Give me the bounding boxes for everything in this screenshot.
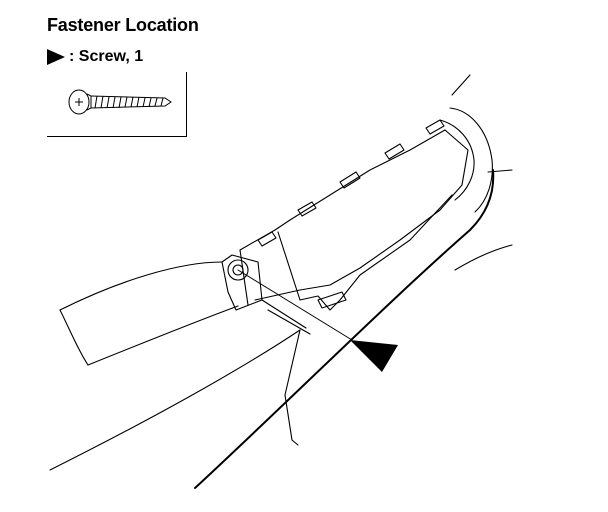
armrest-end xyxy=(59,309,89,366)
legend-name: Screw xyxy=(78,48,126,65)
screw-boss-inner xyxy=(232,264,244,276)
panel-opening xyxy=(277,194,453,311)
trim-inner-outline xyxy=(439,119,475,201)
lower-panel-line-1 xyxy=(49,329,301,471)
trim-top-outline xyxy=(449,107,493,213)
legend-entry: : Screw, 1 xyxy=(47,45,143,69)
trim-flange-segment xyxy=(339,171,361,189)
legend-count: 1 xyxy=(134,48,144,65)
boss-shade-1 xyxy=(261,299,307,329)
trim-flange-segment xyxy=(384,143,405,160)
lower-panel-line-2 xyxy=(284,394,299,446)
panel-upper-edge xyxy=(239,129,446,251)
callout-marker-icon xyxy=(350,340,398,372)
screw-legend-box xyxy=(47,72,187,137)
legend-separator: : xyxy=(69,48,75,65)
armrest-curve-upper xyxy=(59,261,223,311)
armrest-curve-lower xyxy=(87,305,239,366)
outer-edge-line xyxy=(194,169,495,489)
legend-label: : Screw, 1 xyxy=(69,48,144,65)
body-line-right-2 xyxy=(454,244,513,271)
screw-boss-outer xyxy=(227,259,249,281)
panel-lower-edge xyxy=(254,184,463,301)
lower-panel-line-3 xyxy=(284,329,301,396)
bracket-tab xyxy=(317,291,347,309)
trim-flange-segment xyxy=(425,119,445,135)
leader-line xyxy=(237,269,353,341)
body-line-right-3 xyxy=(451,74,471,96)
screw-icon xyxy=(68,89,172,115)
trim-flange-segment xyxy=(297,201,317,217)
body-line-right-1 xyxy=(487,169,513,173)
panel-right-edge xyxy=(444,129,469,186)
boss-shade-2 xyxy=(267,309,311,335)
page-title: Fastener Location xyxy=(47,15,199,35)
triangle-marker-icon xyxy=(47,49,65,65)
